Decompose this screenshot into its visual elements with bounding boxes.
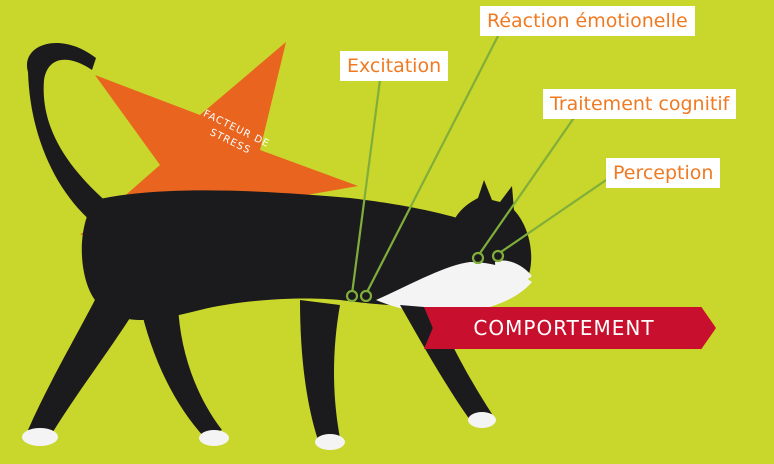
callout-excitation: Excitation bbox=[340, 51, 448, 81]
behavior-label: COMPORTEMENT bbox=[473, 316, 654, 340]
behavior-banner: COMPORTEMENT bbox=[424, 307, 716, 349]
endpoint-emotion bbox=[361, 291, 371, 301]
endpoint-perception bbox=[493, 251, 503, 261]
callout-perception: Perception bbox=[606, 158, 720, 188]
cat-illustration bbox=[22, 43, 532, 450]
callout-cognitive-processing: Traitement cognitif bbox=[543, 89, 736, 119]
callout-emotional-reaction: Réaction émotionelle bbox=[480, 6, 695, 36]
endpoint-cognitive bbox=[473, 253, 483, 263]
endpoint-excitation bbox=[347, 291, 357, 301]
